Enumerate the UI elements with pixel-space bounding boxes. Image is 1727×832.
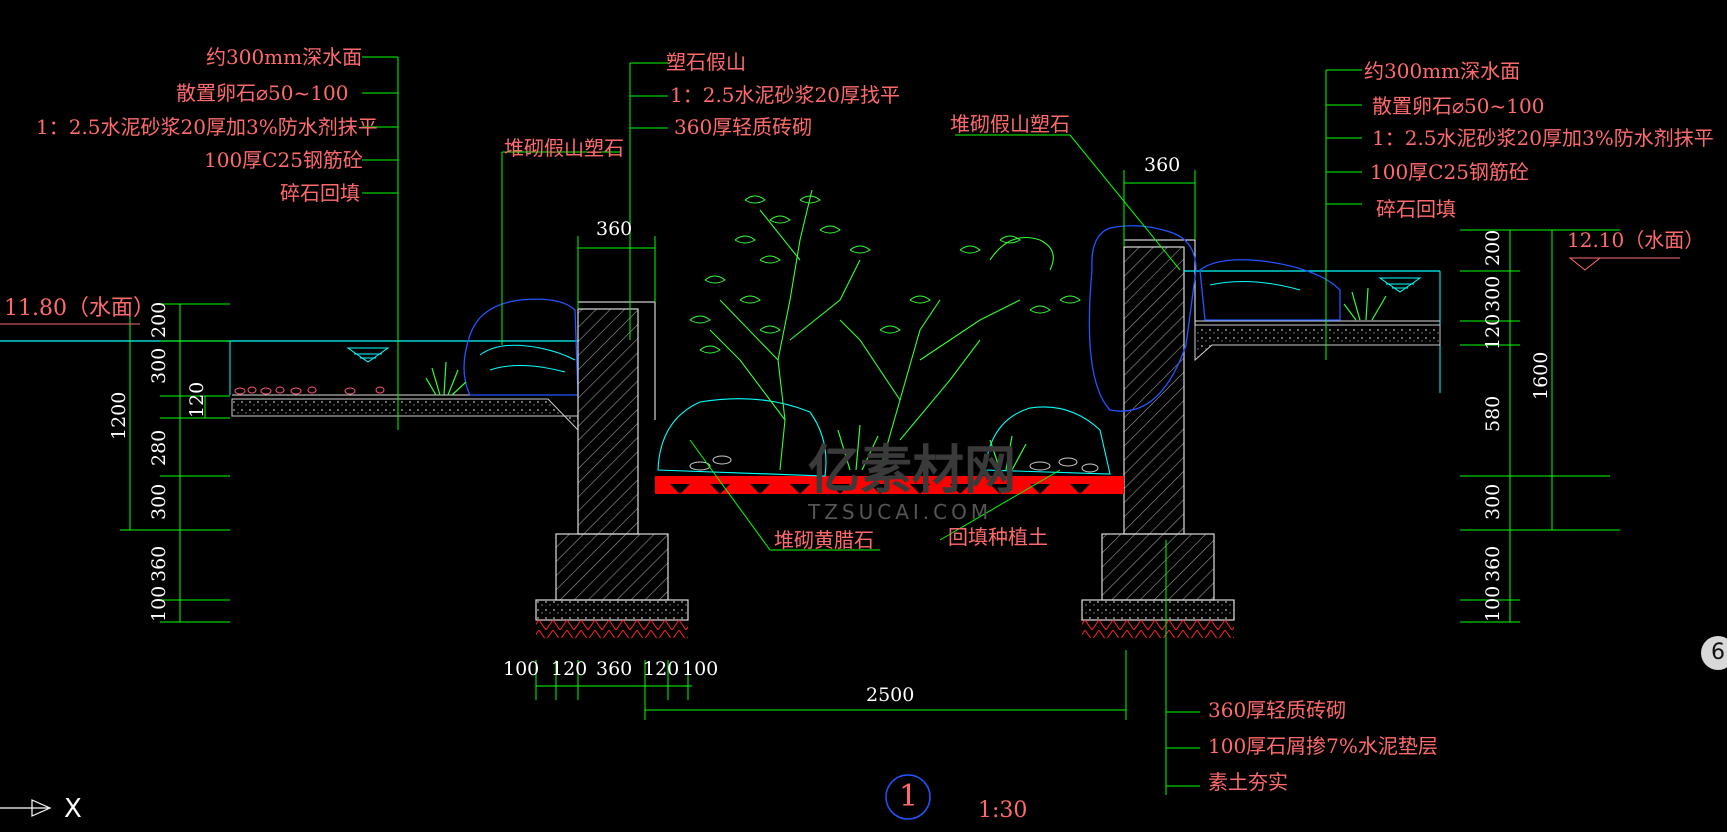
center-label-0: 塑石假山 (666, 50, 746, 74)
dim-left-v-0: 200 (148, 301, 170, 338)
rock-label-left: 堆砌假山塑石 (504, 136, 624, 160)
right-label-0: 约300mm深水面 (1364, 59, 1521, 83)
dim-left-v-1: 300 (148, 347, 170, 384)
left-wall (535, 301, 689, 638)
dim-footing-2: 360 (596, 658, 633, 680)
left-label-0: 约300mm深水面 (206, 45, 363, 69)
backfill-label: 回填种植土 (948, 525, 1048, 549)
dim-left-small: 120 (186, 381, 208, 418)
dim-right-v-0: 200 (1482, 229, 1504, 266)
dim-left-v-5: 100 (148, 585, 170, 622)
leaders (362, 56, 1362, 795)
section-mark-circle (885, 774, 931, 820)
dim-wall-left: 360 (596, 218, 633, 240)
dim-right-total: 1600 (1530, 351, 1552, 400)
right-label-1: 散置卵石⌀50~100 (1372, 94, 1545, 118)
left-label-4: 碎石回填 (280, 181, 360, 205)
dim-wall-right: 360 (1144, 154, 1181, 176)
dim-footing-1: 120 (551, 658, 588, 680)
right-wall (1081, 239, 1235, 638)
watermark-text: TZSUCAI.COM (808, 500, 993, 524)
elevation-right: 12.10（水面） (1567, 228, 1705, 252)
bottom-label-0: 360厚轻质砖砌 (1208, 698, 1347, 722)
dim-right-v-4: 300 (1482, 483, 1504, 520)
bottom-label-2: 素土夯实 (1208, 770, 1288, 794)
axis-x-label: X (64, 794, 82, 824)
center-label-2: 360厚轻质砖砌 (674, 115, 813, 139)
dim-right-v-6: 100 (1482, 585, 1504, 622)
left-label-1: 散置卵石⌀50~100 (176, 81, 349, 105)
dim-footing-3: 120 (643, 658, 680, 680)
yellow-stone-label: 堆砌黄腊石 (774, 528, 874, 552)
right-pond (1088, 225, 1441, 412)
elevation-left: 11.80（水面） (4, 296, 155, 321)
corner-badge[interactable]: 6 (1701, 636, 1727, 670)
watermark-cn: 亿素材网 (808, 441, 1017, 501)
dim-right-v-3: 580 (1482, 395, 1504, 432)
dim-right-v-1: 300 (1482, 275, 1504, 312)
axis-indicator (0, 799, 52, 817)
dim-span: 2500 (866, 684, 915, 706)
rock-label-right: 堆砌假山塑石 (950, 112, 1070, 136)
dim-right-v-5: 360 (1482, 545, 1504, 582)
dim-right-v-2: 120 (1482, 313, 1504, 350)
dim-left-v-2: 280 (148, 429, 170, 466)
right-label-4: 碎石回填 (1376, 197, 1456, 221)
dim-left-v-4: 360 (148, 545, 170, 582)
scale-label: 1:30 (978, 798, 1028, 823)
left-label-2: 1：2.5水泥砂浆20厚加3%防水剂抹平 (36, 115, 378, 139)
section-mark-number: 1 (899, 779, 919, 814)
left-label-3: 100厚C25钢筋砼 (204, 148, 363, 172)
center-planter (655, 189, 1124, 494)
dim-footing-0: 100 (503, 658, 540, 680)
right-label-3: 100厚C25钢筋砼 (1370, 160, 1529, 184)
bottom-label-1: 100厚石屑掺7%水泥垫层 (1208, 734, 1438, 758)
dim-left-v-3: 300 (148, 483, 170, 520)
center-label-1: 1：2.5水泥砂浆20厚找平 (670, 83, 900, 107)
left-pond (0, 298, 579, 432)
right-label-2: 1：2.5水泥砂浆20厚加3%防水剂抹平 (1372, 126, 1714, 150)
elevation-markers (0, 257, 1680, 325)
dim-footing-4: 100 (682, 658, 719, 680)
dim-left-total: 1200 (108, 391, 130, 440)
dimension-lines (120, 170, 1620, 720)
